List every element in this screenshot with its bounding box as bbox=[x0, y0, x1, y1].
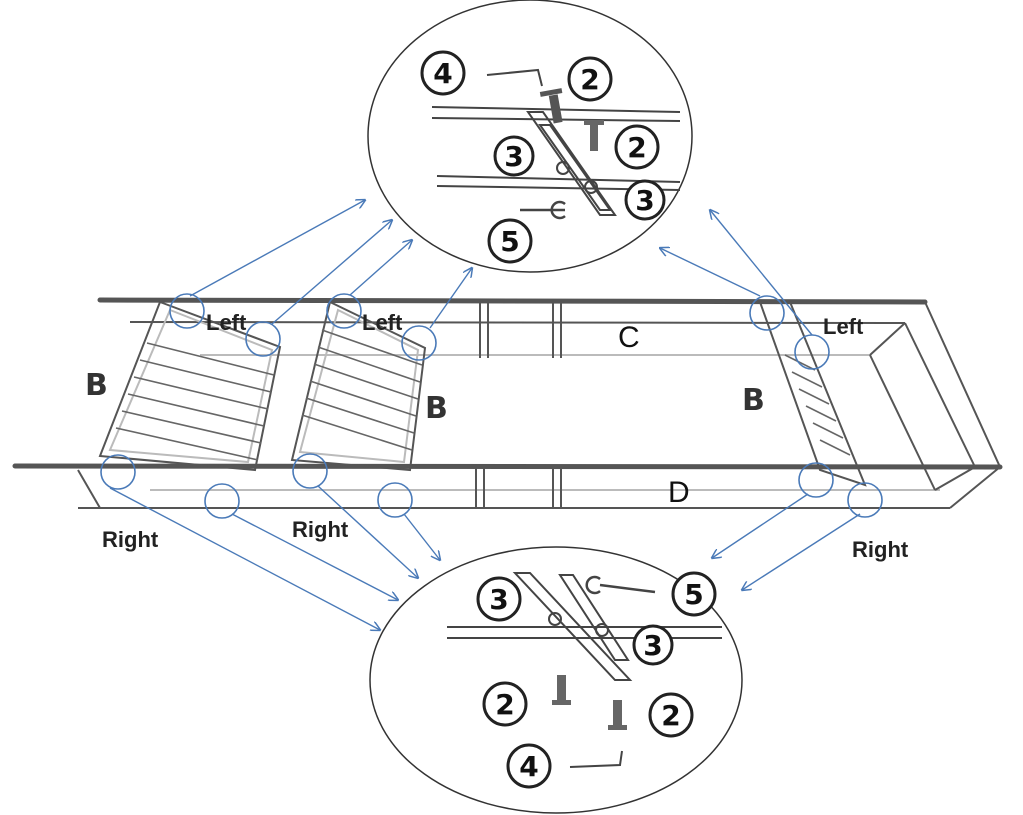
rail-c-top bbox=[97, 297, 928, 305]
end-frame-inner bbox=[904, 322, 976, 468]
nut-icon bbox=[595, 623, 609, 637]
wrench-icon bbox=[585, 575, 656, 595]
joint-left-5 bbox=[749, 295, 785, 331]
left-end-leg bbox=[77, 469, 101, 509]
label-right-2: Right bbox=[292, 517, 349, 542]
joint-left-3 bbox=[326, 293, 362, 329]
nut-icon bbox=[556, 161, 570, 175]
label-left-3: Left bbox=[823, 314, 864, 339]
zoom-detail-top: 4 2 2 3 3 5 bbox=[367, 0, 693, 273]
end-frame-bottom-diag bbox=[934, 466, 976, 491]
joint-markers bbox=[100, 293, 883, 519]
joint-right-2 bbox=[204, 483, 240, 519]
panel-b-middle bbox=[290, 300, 427, 472]
part-num-bolt: 3 bbox=[635, 184, 654, 217]
joint-left-2 bbox=[245, 321, 281, 357]
connector-arrows bbox=[109, 200, 861, 630]
joint-right-5 bbox=[798, 462, 834, 498]
part-num-screw: 2 bbox=[580, 63, 599, 96]
part-num-hex-key: 4 bbox=[519, 750, 538, 783]
joint-right-4 bbox=[377, 482, 413, 518]
label-b-3: B bbox=[742, 383, 765, 418]
hex-key-icon bbox=[486, 68, 543, 87]
joint-right-3 bbox=[292, 453, 328, 489]
label-b-1: B bbox=[85, 368, 108, 403]
end-frame-top-diag bbox=[869, 322, 906, 356]
zoom-detail-bottom: 3 5 3 2 2 4 bbox=[369, 546, 743, 814]
screw-icon bbox=[613, 700, 622, 725]
panel-labels: B B B C D bbox=[85, 321, 765, 509]
joint-left-1 bbox=[169, 293, 205, 329]
screw-icon bbox=[557, 675, 566, 700]
label-b-2: B bbox=[425, 391, 448, 426]
part-num-screw: 2 bbox=[495, 688, 514, 721]
label-left-2: Left bbox=[362, 310, 403, 335]
panel-b-left bbox=[98, 300, 282, 472]
joint-right-1 bbox=[100, 454, 136, 490]
part-num-bolt: 3 bbox=[643, 629, 662, 662]
part-num-wrench: 5 bbox=[684, 578, 703, 611]
part-num-bolt: 3 bbox=[489, 583, 508, 616]
part-num-screw: 2 bbox=[661, 699, 680, 732]
rail-d-top bbox=[12, 463, 1003, 470]
end-frame-outer bbox=[924, 301, 1002, 509]
wrench-icon bbox=[520, 200, 566, 220]
part-num-bolt: 3 bbox=[504, 140, 523, 173]
screw-icon bbox=[548, 94, 563, 124]
joint-right-6 bbox=[847, 482, 883, 518]
nut-icon bbox=[584, 180, 598, 194]
label-right-3: Right bbox=[852, 537, 909, 562]
label-d: D bbox=[668, 476, 690, 509]
end-frame-back bbox=[869, 354, 936, 491]
label-c: C bbox=[618, 321, 640, 354]
part-num-screw: 2 bbox=[627, 131, 646, 164]
nut-icon bbox=[548, 612, 562, 626]
label-left-1: Left bbox=[206, 310, 247, 335]
label-right-1: Right bbox=[102, 527, 159, 552]
part-num-wrench: 5 bbox=[500, 225, 519, 258]
side-labels: Left Left Left Right Right Right bbox=[102, 310, 909, 562]
hex-key-icon bbox=[569, 750, 623, 768]
joint-left-6 bbox=[794, 334, 830, 370]
joint-left-4 bbox=[401, 325, 437, 361]
part-num-hex-key: 4 bbox=[433, 57, 452, 90]
screw-icon bbox=[590, 125, 598, 151]
